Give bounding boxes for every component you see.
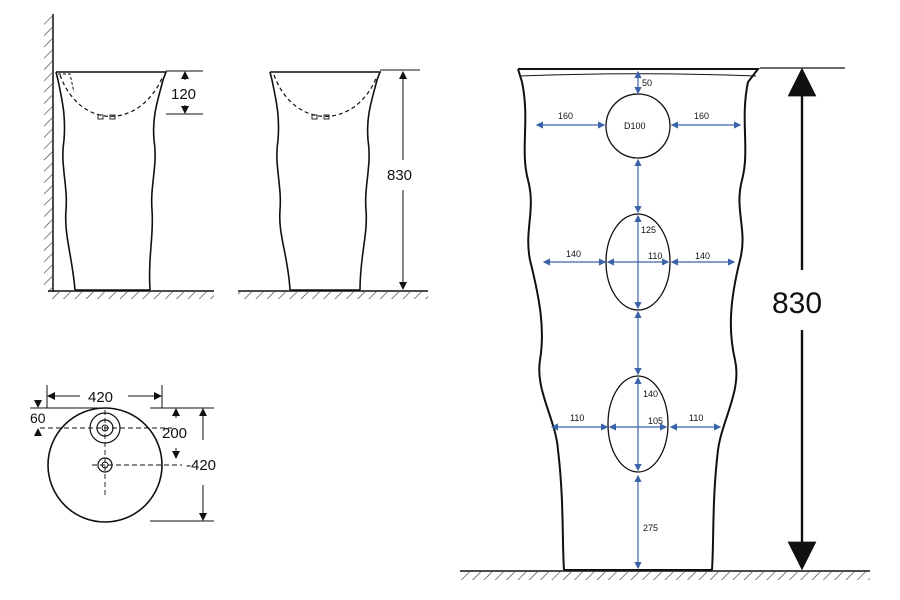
detail-oval2-right-label: 110 bbox=[689, 413, 703, 423]
detail-circle-label: D100 bbox=[624, 121, 646, 131]
pedestal-outline-front bbox=[269, 71, 382, 291]
basin-hidden-line-side bbox=[59, 74, 164, 117]
side-view: 120 bbox=[44, 14, 214, 299]
top-view: 420 60 200 -420 bbox=[30, 385, 216, 523]
basin-top-circle bbox=[47, 407, 163, 523]
detail-circle-right-label: 160 bbox=[694, 111, 709, 121]
detail-oval1-left-label: 140 bbox=[566, 249, 581, 259]
top-width-label: 420 bbox=[88, 389, 113, 406]
detail-height-label: 830 bbox=[772, 287, 822, 320]
side-depth-label: 120 bbox=[171, 86, 196, 103]
floor-hatch-side bbox=[48, 292, 214, 299]
top-depth-label: -420 bbox=[186, 457, 216, 474]
top-drain-offset-label: 200 bbox=[162, 425, 187, 442]
detail-view: 50 D100 160 160 125 110 140 140 140 105 … bbox=[460, 67, 870, 580]
detail-oval1-right-label: 140 bbox=[695, 251, 710, 261]
floor-hatch-detail bbox=[460, 572, 870, 580]
detail-oval1-width-label: 110 bbox=[648, 251, 662, 261]
detail-circle-left-label: 160 bbox=[558, 111, 573, 121]
pedestal-outline-side bbox=[55, 71, 168, 291]
detail-top-gap-label: 50 bbox=[642, 78, 652, 88]
front-view: 830 bbox=[238, 69, 428, 299]
top-tap-offset-label: 60 bbox=[30, 410, 46, 426]
floor-hatch-front bbox=[238, 292, 428, 299]
detail-bottom-gap-label: 275 bbox=[643, 523, 658, 533]
pedestal-outline-detail bbox=[517, 68, 761, 571]
detail-oval1-height-label: 125 bbox=[641, 225, 656, 235]
front-height-label: 830 bbox=[387, 167, 412, 184]
detail-oval2-left-label: 110 bbox=[570, 413, 584, 423]
basin-hidden-line-front bbox=[273, 74, 378, 117]
detail-oval2-height-label: 140 bbox=[643, 389, 658, 399]
detail-oval2-width-label: 105 bbox=[648, 416, 663, 426]
wall-hatch bbox=[44, 14, 52, 292]
